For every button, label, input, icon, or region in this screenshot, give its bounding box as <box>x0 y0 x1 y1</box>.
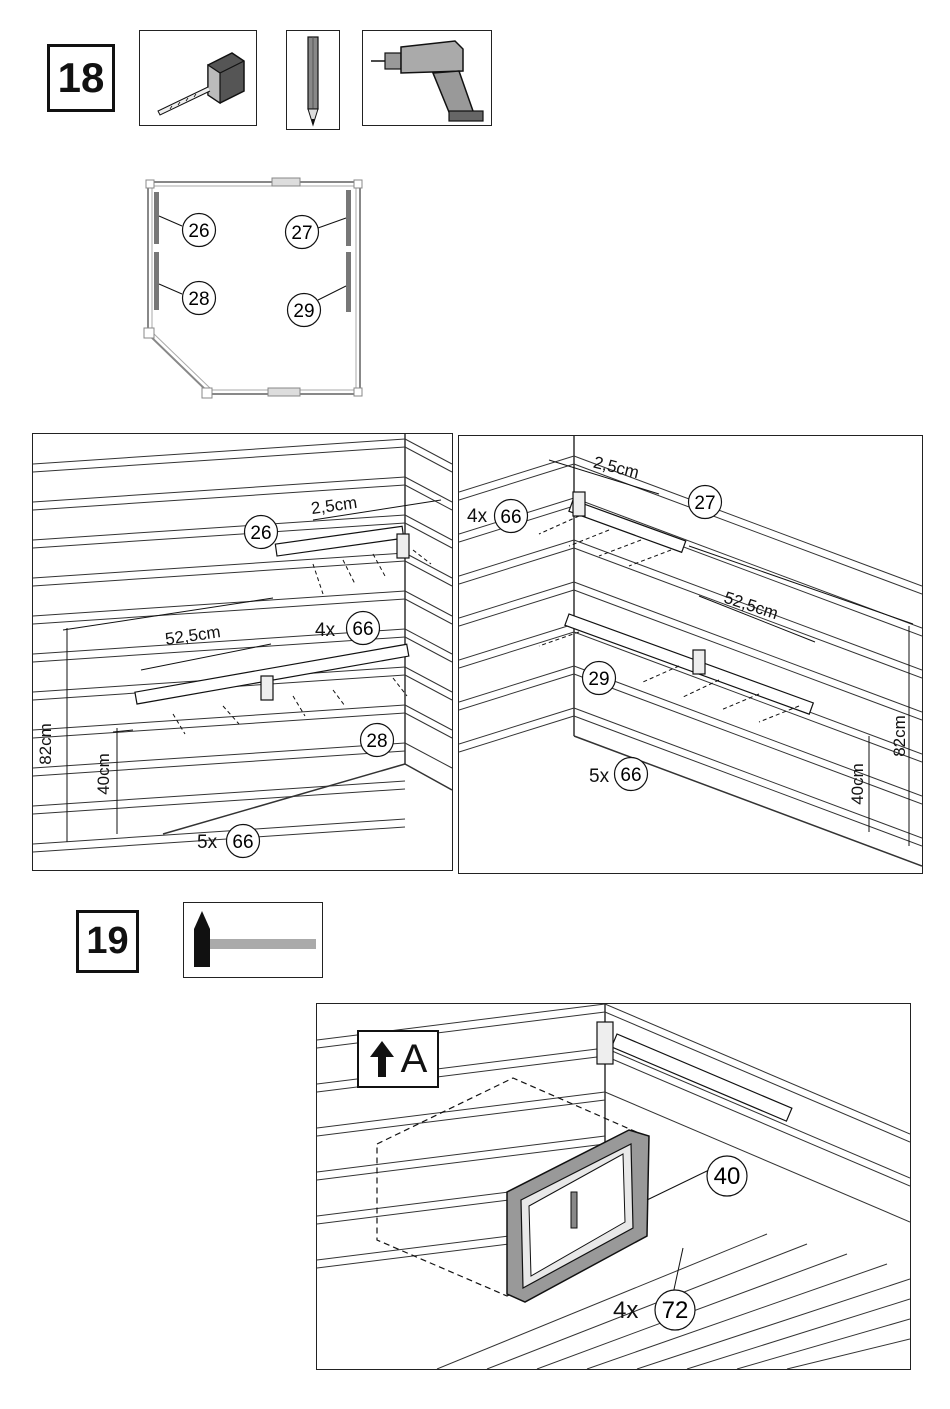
svg-text:27: 27 <box>694 493 715 514</box>
step-number-label: 18 <box>58 54 105 102</box>
pencil-icon <box>287 31 339 129</box>
plan-label-29: 29 <box>286 292 322 328</box>
part-label-upper: 26 <box>243 514 279 550</box>
pencil-tool-box <box>286 30 340 130</box>
hammer-tool-box <box>183 902 323 978</box>
floor-plan: 26 27 28 29 <box>140 176 370 401</box>
screw-qty-lower: 5x <box>197 832 217 854</box>
plan-label-27: 27 <box>284 214 320 250</box>
low-height-dimension: 40cm <box>848 763 868 805</box>
svg-text:66: 66 <box>352 619 373 640</box>
plan-label-26: 26 <box>181 212 217 248</box>
tape-measure-tool-box <box>139 30 257 126</box>
svg-text:26: 26 <box>188 221 209 242</box>
total-height-dimension: 82cm <box>36 723 56 765</box>
hammer-icon <box>184 903 322 977</box>
drill-icon <box>363 31 491 125</box>
screw-part-upper: 66 <box>345 610 381 646</box>
screw-part-upper: 66 <box>493 498 529 534</box>
part-label-lower: 29 <box>581 660 617 696</box>
drill-tool-box <box>362 30 492 126</box>
svg-text:28: 28 <box>188 289 209 310</box>
svg-text:72: 72 <box>662 1297 689 1324</box>
arrow-up-icon <box>369 1039 395 1079</box>
screw-part-lower: 66 <box>613 756 649 792</box>
svg-text:40: 40 <box>714 1163 741 1190</box>
nail-part-label: 72 <box>653 1288 697 1332</box>
svg-text:66: 66 <box>620 765 641 786</box>
nail-qty: 4x <box>613 1297 638 1325</box>
svg-text:26: 26 <box>250 523 271 544</box>
part-label-frame: 40 <box>705 1154 749 1198</box>
left-wall-panel: 2,5cm 52,5cm 82cm 40cm 26 28 4x 66 5x 66 <box>32 433 453 871</box>
svg-text:27: 27 <box>291 223 312 244</box>
plan-label-28: 28 <box>181 280 217 316</box>
window-install-panel: A 40 4x 72 <box>316 1003 911 1370</box>
step-18-number: 18 <box>47 44 115 112</box>
right-wall-panel: 2,5cm 52,5cm 82cm 40cm 4x 66 27 29 5x 66 <box>458 435 923 874</box>
svg-text:66: 66 <box>232 832 253 853</box>
screw-qty-lower: 5x <box>589 766 609 788</box>
orientation-label: A <box>401 1039 428 1079</box>
step-number-label: 19 <box>86 920 128 963</box>
low-height-dimension: 40cm <box>94 753 114 795</box>
orientation-marker: A <box>357 1030 439 1088</box>
svg-text:29: 29 <box>293 301 314 322</box>
svg-text:66: 66 <box>500 507 521 528</box>
left-wall-illustration <box>33 434 452 870</box>
screw-qty-upper: 4x <box>315 620 335 642</box>
svg-text:29: 29 <box>588 669 609 690</box>
screw-qty-upper: 4x <box>467 506 487 528</box>
total-height-dimension: 82cm <box>890 715 910 757</box>
screw-part-lower: 66 <box>225 823 261 859</box>
part-label-upper: 27 <box>687 484 723 520</box>
step-19-number: 19 <box>76 910 139 973</box>
part-label-lower: 28 <box>359 722 395 758</box>
svg-text:28: 28 <box>366 731 387 752</box>
tape-measure-icon <box>140 31 256 125</box>
